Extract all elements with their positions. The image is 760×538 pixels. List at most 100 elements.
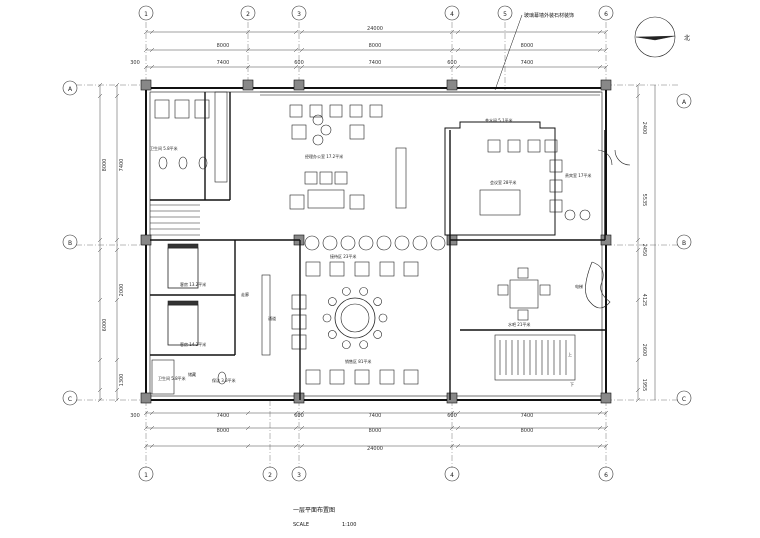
dim-left-2: 8000 xyxy=(102,159,108,172)
dim-tick xyxy=(299,425,305,431)
axis-right-B: B xyxy=(682,240,686,247)
axis-left-A: A xyxy=(68,86,73,93)
dim-tick xyxy=(114,357,120,363)
dim-tick xyxy=(114,93,120,99)
meeting-chair xyxy=(507,139,521,153)
meeting-chair xyxy=(527,139,541,153)
dim-tick xyxy=(143,443,149,449)
toilet-bowl xyxy=(178,156,188,170)
axis-bot-4: 4 xyxy=(450,472,454,479)
axis-bubble xyxy=(598,5,614,21)
room-meeting: 会议室 28平米 xyxy=(490,179,516,185)
sofa-seat xyxy=(329,369,345,385)
room-vip: 贵宾室 17平米 xyxy=(565,172,591,178)
drawing-title: 一层平面布置图 xyxy=(293,506,335,514)
sofa-seat xyxy=(291,334,307,350)
axis-right-C: C xyxy=(682,396,686,403)
dim-tick xyxy=(455,64,461,70)
dim-tick xyxy=(149,29,155,35)
stair-up: 上 xyxy=(568,351,572,357)
round-chair xyxy=(328,330,337,339)
dim-tick xyxy=(299,29,305,35)
toilet-bowl xyxy=(198,156,208,170)
dim-bay-bot-1: 8000 xyxy=(217,428,230,434)
axis-bubble xyxy=(62,80,78,96)
round-chair xyxy=(342,287,351,296)
bar-chair xyxy=(517,309,529,321)
round-chair xyxy=(328,297,337,306)
meeting-chair xyxy=(549,159,563,173)
dim-edge-bot: 300 xyxy=(130,413,140,419)
axis-grid xyxy=(76,22,678,468)
dimension-lines xyxy=(97,29,656,449)
dim-tick xyxy=(245,410,251,416)
dim-tick xyxy=(299,64,305,70)
dim-tick xyxy=(449,425,455,431)
meeting-chair xyxy=(549,199,563,213)
chair xyxy=(309,104,323,118)
room-store: 储藏 xyxy=(188,371,196,377)
dim-tick xyxy=(149,443,155,449)
dim-tick xyxy=(603,443,609,449)
chair xyxy=(291,124,307,140)
dim-tick xyxy=(449,47,455,53)
dim-span-top-3: 7400 xyxy=(521,60,534,66)
dim-tick xyxy=(114,237,120,243)
axis-bot-3: 3 xyxy=(297,472,301,479)
dim-right-2: 5535 xyxy=(641,194,647,207)
north-arrow-circle xyxy=(634,16,676,58)
axis-top-6: 6 xyxy=(604,11,608,18)
dim-tick xyxy=(597,443,603,449)
dim-tick xyxy=(293,29,299,35)
planter xyxy=(585,261,611,309)
axis-bubble xyxy=(138,466,154,482)
dim-tick xyxy=(597,410,603,416)
chair xyxy=(369,104,383,118)
dim-bay-top-2: 8000 xyxy=(369,43,382,49)
chair xyxy=(289,194,305,210)
dim-tick xyxy=(603,410,609,416)
plant-icon xyxy=(320,124,332,136)
dim-tick xyxy=(114,397,120,403)
room-guest1: 客房 13.2平米 xyxy=(180,281,206,287)
walls xyxy=(140,14,612,404)
outer-wall-inner xyxy=(149,91,603,397)
dim-span-bot-1: 7400 xyxy=(217,413,230,419)
toilet-cubicle xyxy=(174,99,190,119)
room-tea: 茶水间 5.1平米 xyxy=(485,117,513,123)
bed-headboard xyxy=(167,243,199,249)
dim-tick xyxy=(635,247,641,253)
counter xyxy=(214,91,228,183)
dim-tick xyxy=(114,247,120,253)
axis-top-4: 4 xyxy=(450,11,454,18)
shower xyxy=(151,359,175,395)
dim-bay-top-1: 8000 xyxy=(217,43,230,49)
dim-tick xyxy=(97,357,103,363)
room-office: 经理办公室 17.2平米 xyxy=(305,153,343,159)
bar-chair xyxy=(539,284,551,296)
axis-top-3: 3 xyxy=(297,11,301,18)
dim-tick xyxy=(597,425,603,431)
square-table xyxy=(509,279,539,309)
round-chair xyxy=(359,287,368,296)
room-waterbar: 水吧 21平米 xyxy=(508,321,530,327)
dim-span-bot-3: 7400 xyxy=(521,413,534,419)
toilet-bowl xyxy=(217,371,227,385)
axis-left-B: B xyxy=(68,240,72,247)
axis-right-A: A xyxy=(682,99,687,106)
dim-tick xyxy=(293,443,299,449)
round-chair xyxy=(359,340,368,349)
meeting-table xyxy=(479,189,521,216)
round-table xyxy=(334,297,376,339)
axis-bubble xyxy=(291,466,307,482)
north-label: 北 xyxy=(684,34,690,42)
axis-left-C: C xyxy=(68,396,72,403)
dim-tick xyxy=(143,29,149,35)
dim-tick xyxy=(449,410,455,416)
meeting-chair xyxy=(487,139,501,153)
dim-right-6: 1955 xyxy=(641,379,647,392)
chair xyxy=(304,171,318,185)
room-clean: 保洁 3.3平米 xyxy=(212,377,236,383)
column xyxy=(140,234,152,246)
bar-chair xyxy=(517,267,529,279)
